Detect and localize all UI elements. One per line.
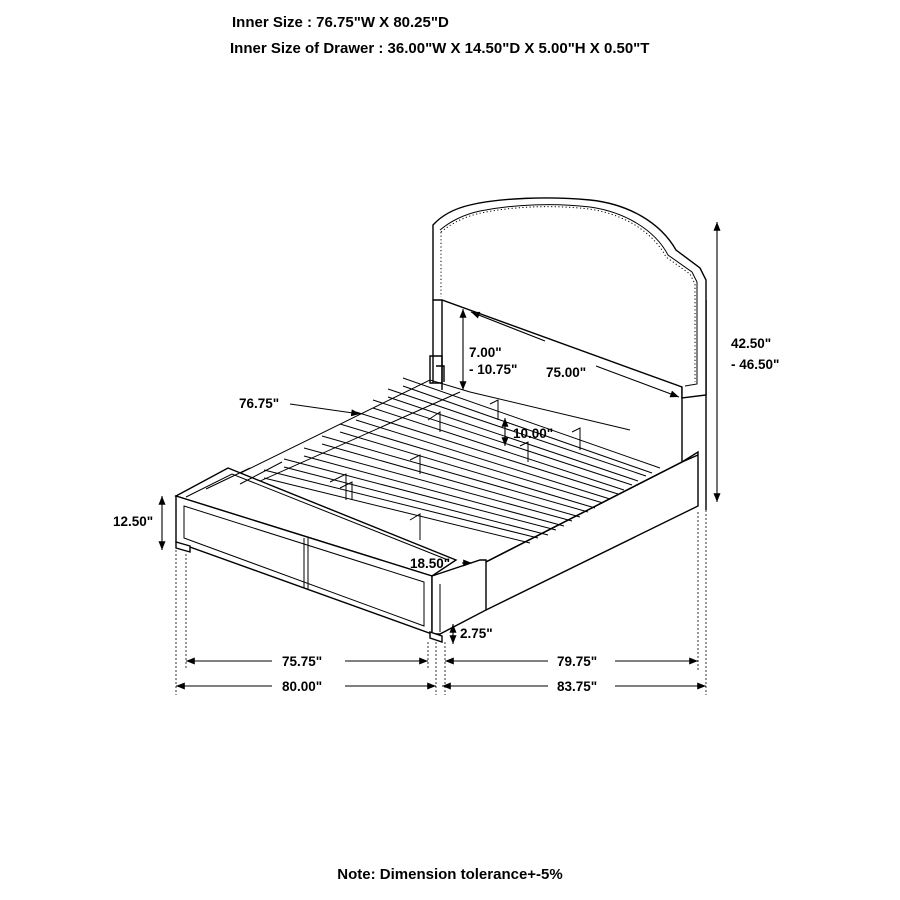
dim-headboard-height: 42.50" (731, 336, 771, 351)
dim-side-rail-height: 12.50" (113, 514, 153, 529)
dim-overall-length: 83.75" (557, 679, 597, 694)
drawer-inner-size-label: Inner Size of Drawer : 36.00"W X 14.50"D… (230, 40, 650, 57)
dim-headboard-gap-max: - 10.75" (469, 362, 517, 377)
tolerance-note: Note: Dimension tolerance+-5% (337, 866, 563, 883)
dim-footboard-height: 18.50" (410, 556, 450, 571)
dim-inner-width: 75.75" (282, 654, 322, 669)
headboard-panel (432, 197, 707, 399)
leg (175, 541, 191, 553)
leg (429, 631, 443, 643)
dim-slat-width: 76.75" (239, 396, 279, 411)
inner-size-label: Inner Size : 76.75"W X 80.25"D (232, 14, 449, 31)
dim-headboard-gap: 7.00" (469, 345, 502, 360)
dim-overall-width: 80.00" (282, 679, 322, 694)
dim-inner-length: 79.75" (557, 654, 597, 669)
dim-headboard-height-max: - 46.50" (731, 357, 779, 372)
dim-headboard-width: 75.00" (546, 365, 586, 380)
dim-leg-height: 2.75" (460, 626, 493, 641)
bed-illustration (174, 197, 707, 643)
dim-slat-spacing: 10.00" (513, 426, 553, 441)
